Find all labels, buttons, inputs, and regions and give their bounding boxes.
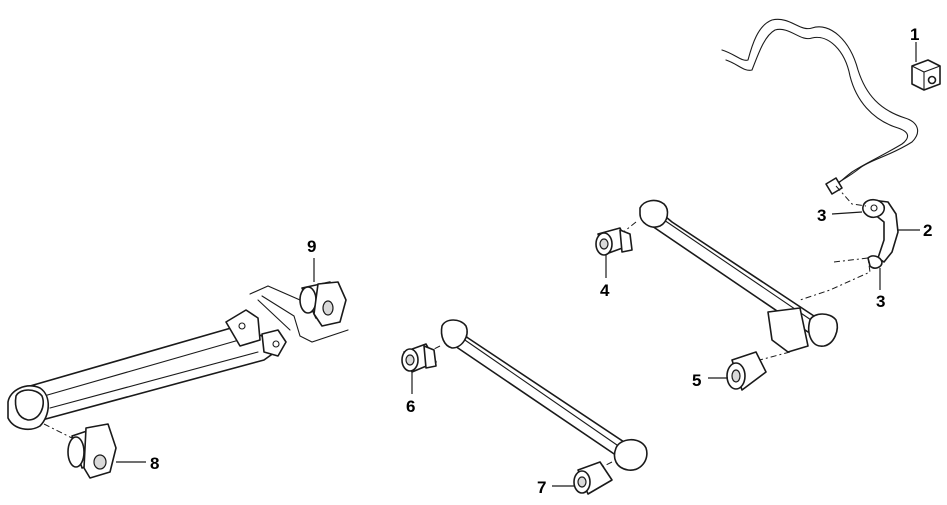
callout-3-lower: 3 [876,292,885,311]
callout-3-upper: 3 [817,206,826,225]
part-1-bushing [911,59,941,91]
part-5-bushing [726,351,767,391]
callout-2: 2 [923,221,932,240]
left-trailing-arm [7,285,349,439]
center-lateral-arm [427,319,648,471]
leader-3a [831,211,863,215]
callout-6: 6 [406,397,415,416]
part-7-bushing [573,461,613,495]
part-2-stabilizer-link [862,198,899,269]
callout-4: 4 [600,281,610,300]
part-6-bushing [401,343,437,373]
callout-8: 8 [150,454,159,473]
ghost-line-lower [799,257,871,301]
callout-7: 7 [537,478,546,497]
callout-9: 9 [307,237,316,256]
right-lateral-arm [615,199,839,363]
part-4-bushing [595,227,633,256]
stabilizer-bar [721,18,919,195]
callout-5: 5 [692,371,701,390]
part-8-bushing [67,423,117,479]
part-9-bushing [299,281,347,327]
callout-1: 1 [910,25,919,44]
ghost-line-upper [835,185,867,207]
